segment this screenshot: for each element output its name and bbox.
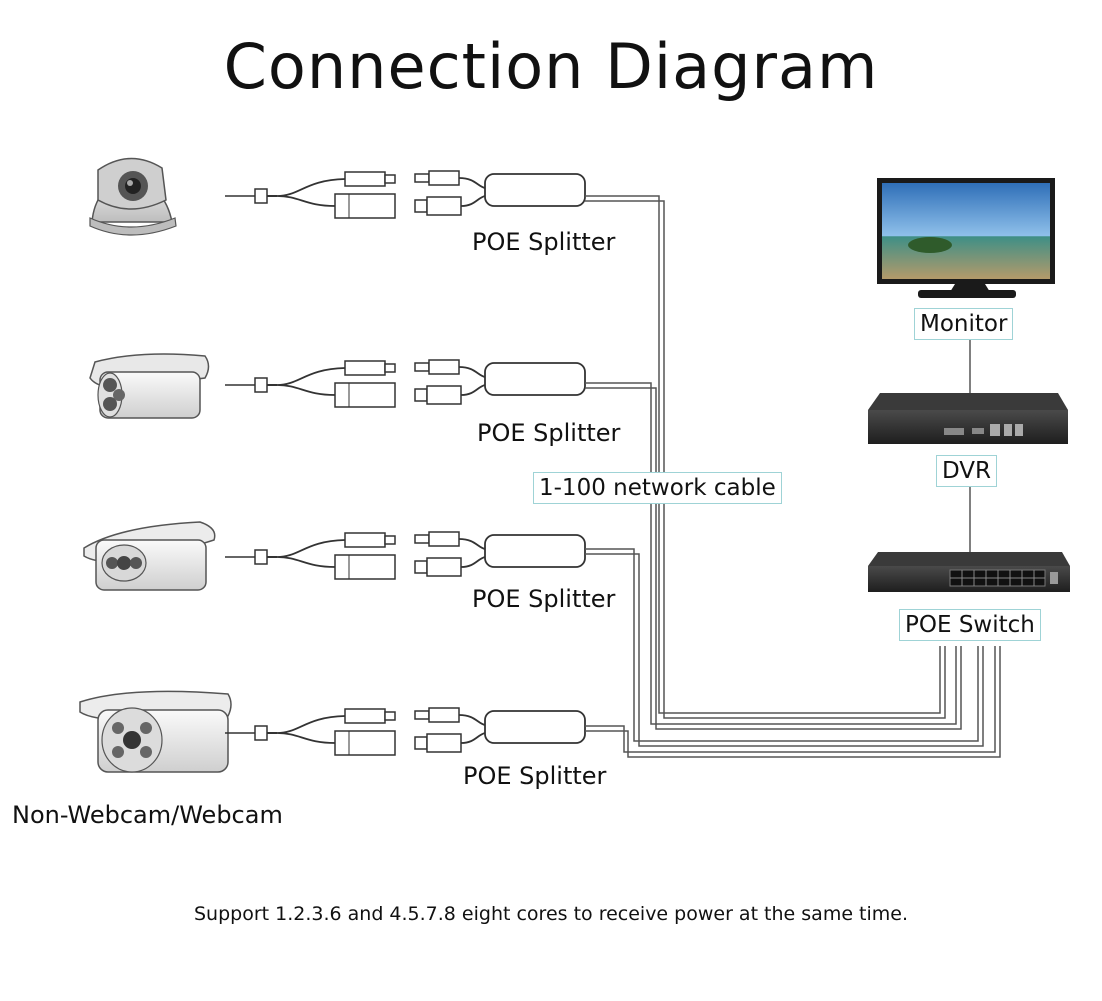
network-cable-lines — [585, 195, 1001, 758]
diagram-title: Connection Diagram — [223, 30, 879, 103]
camera-type-label: Non-Webcam/Webcam — [12, 801, 283, 829]
footer-note: Support 1.2.3.6 and 4.5.7.8 eight cores … — [193, 903, 909, 925]
large-bullet-camera-icon — [79, 690, 232, 773]
poe-switch-icon — [868, 552, 1070, 592]
poe-splitter-label-1: POE Splitter — [472, 228, 616, 256]
monitor-label: Monitor — [914, 308, 1014, 340]
poe-splitter-label-2: POE Splitter — [477, 419, 621, 447]
monitor-icon — [877, 178, 1055, 298]
dome-camera-icon — [89, 157, 177, 236]
network-cable-label: 1-100 network cable — [533, 472, 782, 504]
dvr-label: DVR — [936, 455, 998, 487]
hooded-camera-icon — [83, 521, 216, 591]
poe-splitter-label-4: POE Splitter — [463, 762, 607, 790]
poe-splitter-label-3: POE Splitter — [472, 585, 616, 613]
dvr-icon — [868, 393, 1068, 444]
poe-switch-label: POE Switch — [899, 609, 1041, 641]
bullet-camera-icon — [89, 353, 210, 419]
